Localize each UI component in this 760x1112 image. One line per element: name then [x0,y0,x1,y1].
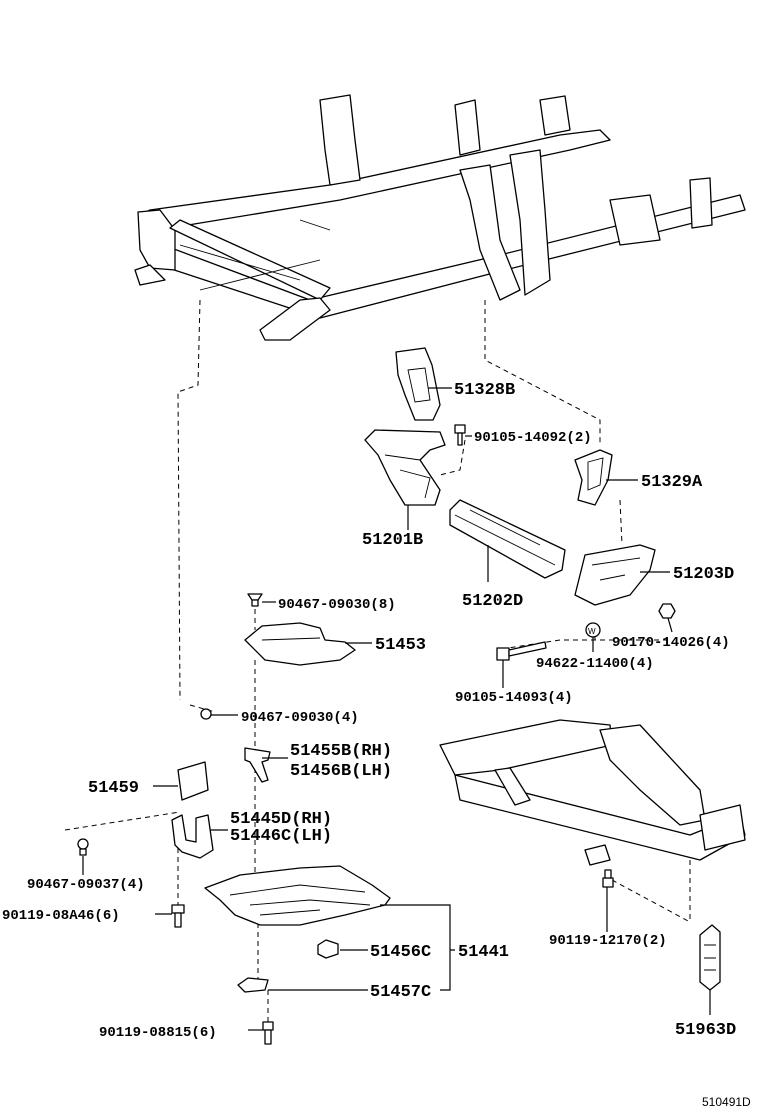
label-51201B: 51201B [362,531,423,550]
washer-94622-11400-shape: W [585,622,601,638]
clip-90467-09037-shape [77,838,89,856]
figure-reference-number: 510491D [702,1095,751,1109]
label-90467-09030-4: 90467-09030(4) [241,710,359,726]
bolt-90119-08A46-shape [171,904,185,928]
label-94622-11400: 94622-11400(4) [536,656,654,672]
bolt-90119-08815-shape [262,1021,274,1045]
part-51328B-shape [395,347,441,421]
part-51445D-shape [171,814,214,859]
label-51446C: 51446C(LH) [230,827,332,846]
part-51441-shape [204,865,391,926]
label-51202D: 51202D [462,592,523,611]
bolt-90105-14092-shape [454,424,466,446]
washer-mark: W [588,627,596,636]
label-51329A: 51329A [641,473,703,492]
label-51203D: 51203D [673,565,734,584]
label-51453: 51453 [375,636,426,655]
part-51459-shape [177,761,209,801]
bolt-90105-14093-shape [496,641,547,661]
label-51457C: 51457C [370,983,431,1002]
label-90467-09037: 90467-09037(4) [27,877,145,893]
part-51202D-shape [449,499,566,579]
label-51456C: 51456C [370,943,431,962]
label-51441: 51441 [458,943,509,962]
part-51453-shape [244,622,356,666]
part-51456C-shape [317,939,339,959]
label-51328B: 51328B [454,381,515,400]
part-51455B-shape [244,747,271,783]
label-51455B: 51455B(RH) [290,742,392,761]
leader-lines [82,387,711,1031]
vehicle-frame-top [134,94,746,341]
label-51445D: 51445D(RH) [230,810,332,829]
label-90119-12170: 90119-12170(2) [549,933,667,949]
part-51329A-shape [574,449,613,506]
bolt-90119-12170-shape [602,869,614,888]
nut-90170-14026-shape [658,603,676,619]
label-51456B: 51456B(LH) [290,762,392,781]
label-51963D: 51963D [675,1021,736,1040]
clip-90467-09030-8-shape [247,593,263,607]
label-51459: 51459 [88,779,139,798]
label-90105-14092: 90105-14092(2) [474,430,592,446]
label-90467-09030-8: 90467-09030(8) [278,597,396,613]
label-90119-08815: 90119-08815(6) [99,1025,217,1041]
part-51203D-shape [574,544,656,606]
part-51457C-shape [237,977,269,993]
part-51963D-shape [699,924,721,991]
vehicle-frame-bottom [439,719,746,866]
label-90105-14093: 90105-14093(4) [455,690,573,706]
label-90119-08A46: 90119-08A46(6) [2,908,120,924]
part-51201B-shape [364,429,446,506]
clip-90467-09030-4-shape [200,708,212,720]
label-90170-14026: 90170-14026(4) [612,635,730,651]
